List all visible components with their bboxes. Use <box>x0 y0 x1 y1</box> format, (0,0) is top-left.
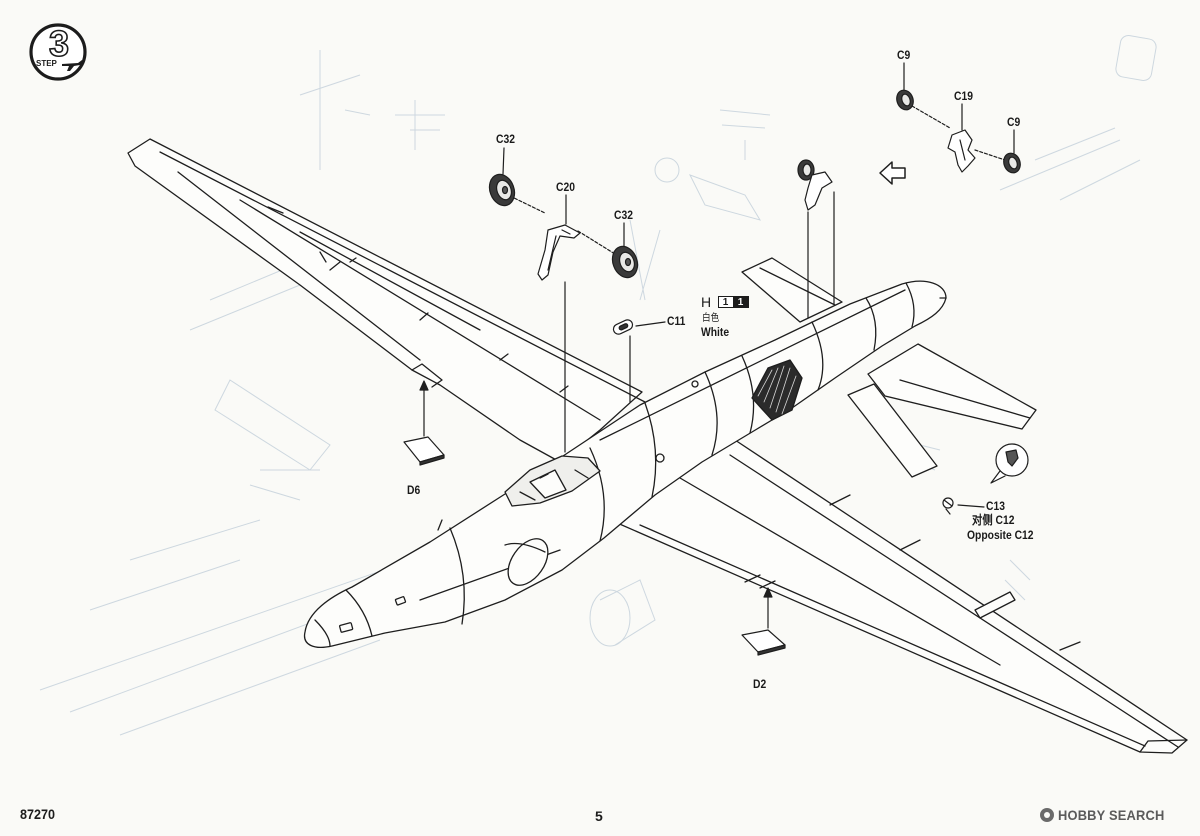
hollow-arrow-left-icon <box>879 161 906 185</box>
cockpit <box>504 455 601 507</box>
part-label-d2: D2 <box>753 677 767 691</box>
vertical-fin <box>741 257 843 323</box>
right-horizontal-stabilizer <box>867 343 1037 430</box>
part-label-c9-left: C9 <box>897 48 911 62</box>
hobby-search-logo-icon <box>1040 808 1054 822</box>
step-label: STEP <box>36 59 57 68</box>
wheel-c32-left <box>488 173 516 207</box>
step-plane-icon <box>62 60 83 71</box>
tail-gear-assembly <box>797 159 833 211</box>
equipment-bay <box>751 359 803 421</box>
step-number: 3 <box>48 23 70 64</box>
step-badge <box>29 23 87 81</box>
left-wing <box>127 138 646 463</box>
leader-lines <box>502 62 1015 508</box>
magnified-part-callout-icon <box>990 443 1029 484</box>
paint-box-white: 1 <box>717 296 734 308</box>
paint-name-cn: 白色 <box>702 313 720 324</box>
part-c13 <box>942 497 954 515</box>
paint-box-black: 1 <box>732 296 749 308</box>
plate-d6 <box>403 380 445 466</box>
paint-name-en: White <box>701 325 730 339</box>
part-label-c11: C11 <box>667 314 686 328</box>
part-label-c32-right: C32 <box>614 208 633 222</box>
opposite-note-en: Opposite C12 <box>967 528 1034 542</box>
left-horizontal-stabilizer <box>847 383 938 478</box>
parts-layer <box>403 62 1029 656</box>
wheel-c9-right <box>1003 152 1021 174</box>
wheel-c32-right <box>611 245 639 279</box>
right-wing <box>614 439 1188 754</box>
part-label-d6: D6 <box>407 483 421 497</box>
part-c11 <box>612 319 634 335</box>
watermark-text: HOBBY SEARCH <box>1058 807 1165 823</box>
engine-intake <box>504 538 549 586</box>
strut-c20 <box>537 224 581 281</box>
part-label-c13: C13 <box>986 499 1005 513</box>
part-label-c19: C19 <box>954 89 973 103</box>
part-label-c32-left: C32 <box>496 132 515 146</box>
opposite-note-cn: 对侧 C12 <box>972 513 1015 527</box>
plate-d2 <box>741 587 786 656</box>
axle-lines <box>509 105 1006 255</box>
ghost-background-lines <box>39 34 1157 736</box>
paint-code: H <box>701 294 712 310</box>
strut-c19 <box>947 129 976 173</box>
aircraft <box>127 138 1188 754</box>
kit-number: 87270 <box>20 806 56 822</box>
part-label-c20: C20 <box>556 180 575 194</box>
wheel-c9-left <box>896 89 914 111</box>
attach-lines <box>564 191 835 453</box>
page-number: 5 <box>595 808 603 824</box>
part-label-c9-right: C9 <box>1007 115 1021 129</box>
